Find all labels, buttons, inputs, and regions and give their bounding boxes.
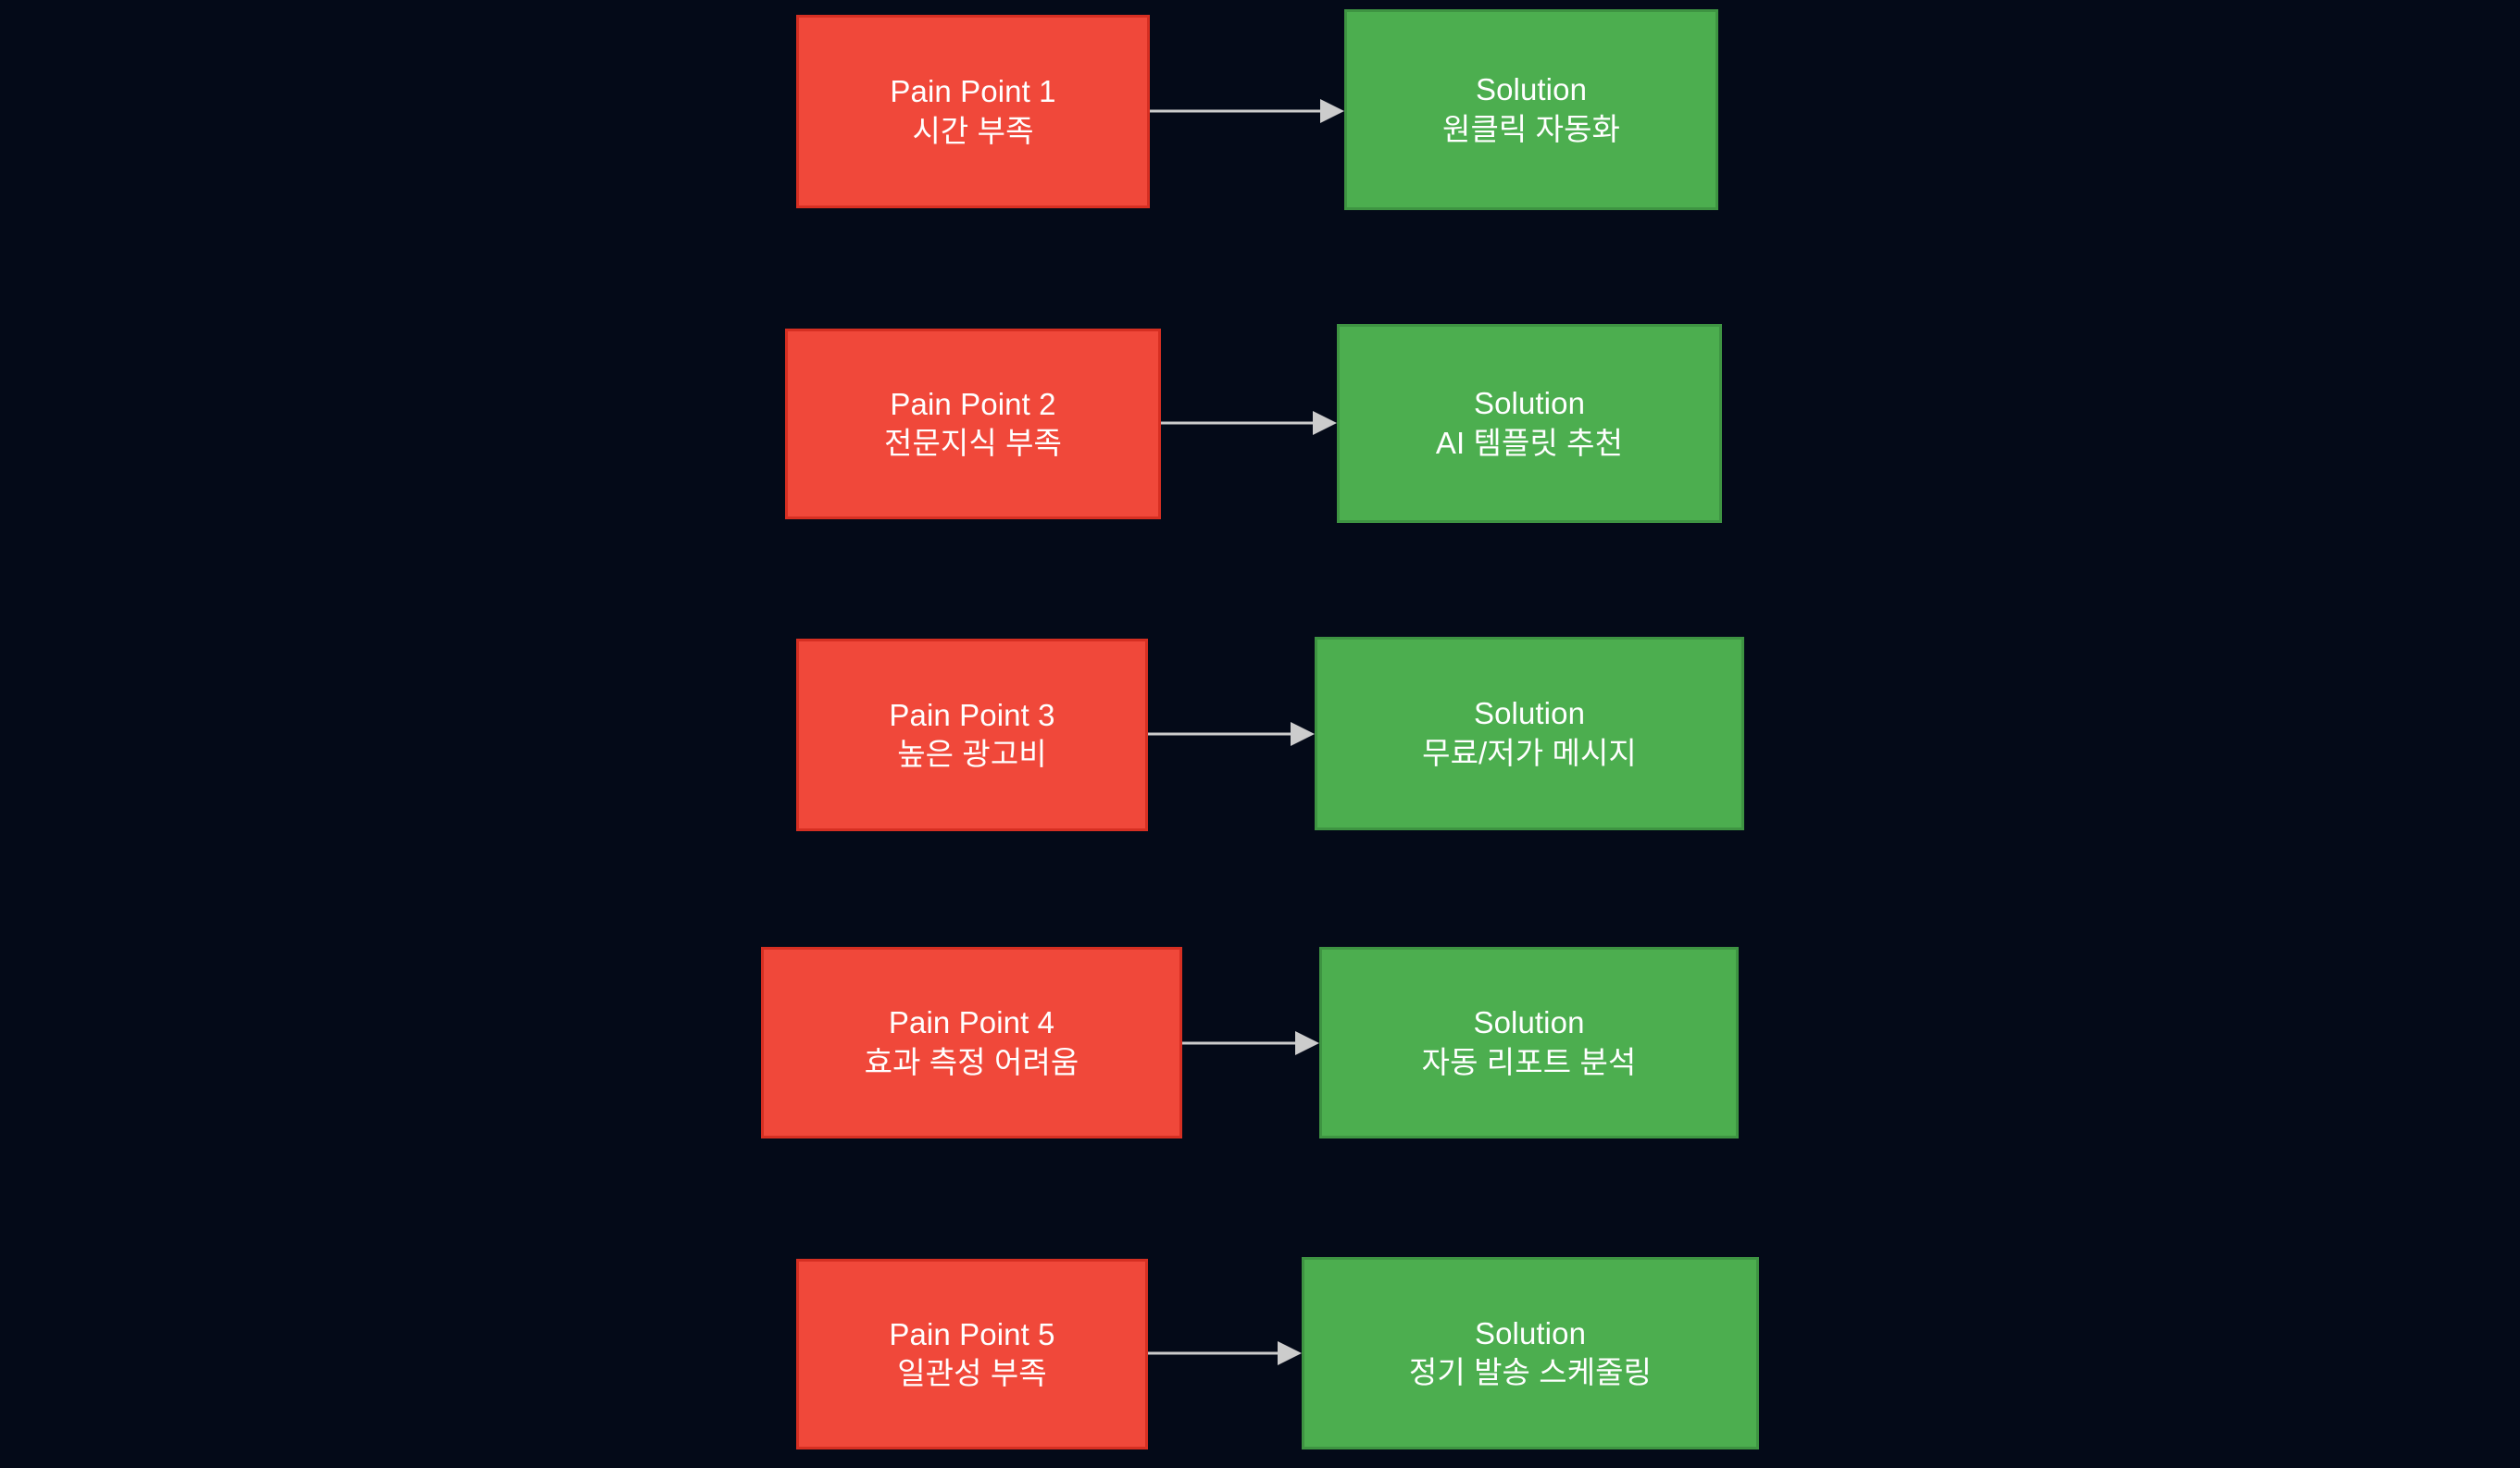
node-detail: 원클릭 자동화 xyxy=(1441,111,1621,146)
arrowhead-icon xyxy=(1295,1031,1319,1055)
node-title: Solution xyxy=(1475,72,1588,107)
node-title: Solution xyxy=(1474,1315,1587,1350)
solution-node-3[interactable]: Solution 무료/저가 메시지 xyxy=(1315,637,1744,830)
arrowhead-icon xyxy=(1278,1341,1302,1365)
node-title: Pain Point 5 xyxy=(889,1316,1055,1351)
solution-node-4[interactable]: Solution 자동 리포트 분석 xyxy=(1319,947,1739,1138)
solution-node-5[interactable]: Solution 정기 발송 스케줄링 xyxy=(1302,1257,1759,1449)
node-detail: 정기 발송 스케줄링 xyxy=(1408,1355,1653,1389)
arrowhead-icon xyxy=(1291,722,1315,746)
node-title: Solution xyxy=(1473,386,1586,421)
node-detail: 시간 부족 xyxy=(912,113,1034,148)
node-detail: 무료/저가 메시지 xyxy=(1422,735,1637,770)
node-title: Solution xyxy=(1473,1005,1585,1040)
node-title: Pain Point 1 xyxy=(890,74,1056,109)
node-detail: 일관성 부족 xyxy=(897,1356,1047,1390)
pain-point-node-3[interactable]: Pain Point 3 높은 광고비 xyxy=(796,639,1148,831)
node-title: Pain Point 3 xyxy=(889,697,1055,732)
node-title: Pain Point 2 xyxy=(890,386,1056,421)
solution-node-1[interactable]: Solution 원클릭 자동화 xyxy=(1344,9,1718,210)
pain-point-node-2[interactable]: Pain Point 2 전문지식 부족 xyxy=(785,329,1161,519)
arrowhead-icon xyxy=(1320,99,1344,123)
node-detail: 자동 리포트 분석 xyxy=(1421,1044,1637,1079)
arrowhead-icon xyxy=(1313,411,1337,435)
node-detail: 전문지식 부족 xyxy=(883,426,1063,460)
node-detail: 높은 광고비 xyxy=(897,737,1047,771)
node-detail: AI 템플릿 추천 xyxy=(1435,425,1624,460)
pain-point-node-5[interactable]: Pain Point 5 일관성 부족 xyxy=(796,1259,1148,1449)
solution-node-2[interactable]: Solution AI 템플릿 추천 xyxy=(1337,324,1722,523)
pain-point-node-1[interactable]: Pain Point 1 시간 부족 xyxy=(796,15,1150,208)
node-detail: 효과 측정 어려움 xyxy=(864,1044,1079,1079)
pain-point-node-4[interactable]: Pain Point 4 효과 측정 어려움 xyxy=(761,947,1182,1138)
node-title: Solution xyxy=(1473,696,1586,731)
node-title: Pain Point 4 xyxy=(888,1005,1055,1040)
